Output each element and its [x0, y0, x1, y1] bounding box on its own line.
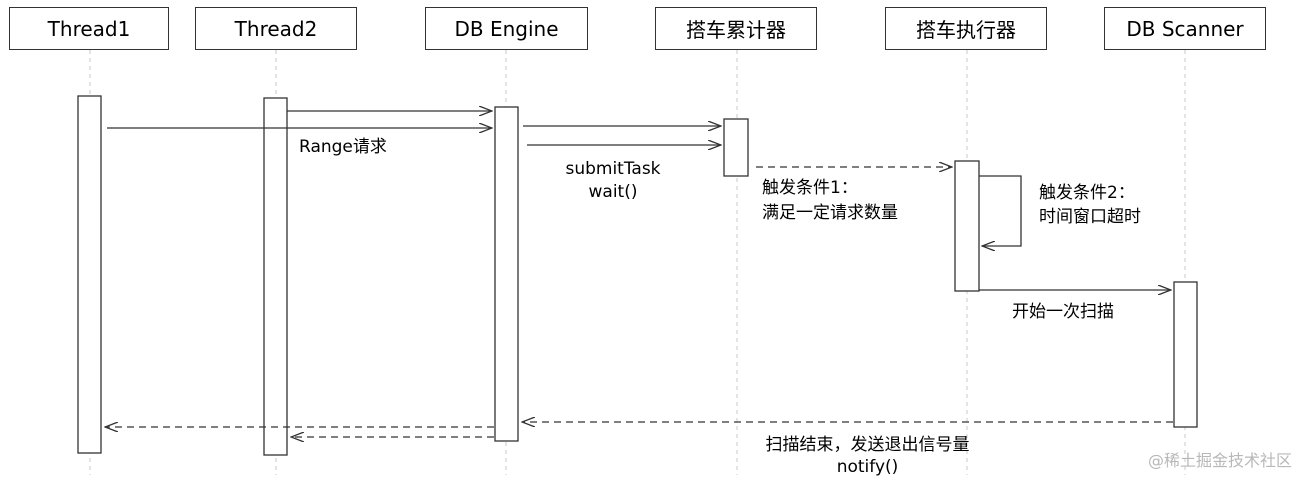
label-start-scan: 开始一次扫描	[1012, 302, 1114, 322]
participant-db-engine: DB Engine	[425, 7, 588, 50]
participant-executor: 搭车执行器	[885, 7, 1047, 50]
label-range-request: Range请求	[299, 137, 387, 157]
activation-db-engine	[494, 106, 519, 442]
label-submit-task: submitTask	[565, 159, 661, 179]
label-trigger2-line1: 触发条件2：	[1039, 183, 1135, 203]
activation-thread2	[263, 97, 288, 456]
activation-accumulator	[723, 118, 749, 177]
label-scan-end: 扫描结束，发送退出信号量	[765, 435, 970, 455]
activation-thread1	[77, 95, 102, 454]
label-trigger1-line1: 触发条件1：	[762, 178, 858, 198]
label-trigger2-line2: 时间窗口超时	[1039, 207, 1141, 227]
participant-db-scanner: DB Scanner	[1104, 7, 1266, 50]
label-wait: wait()	[588, 182, 638, 202]
participant-thread2: Thread2	[195, 7, 357, 50]
label-trigger1-line2: 满足一定请求数量	[762, 203, 898, 223]
participant-thread1: Thread1	[9, 7, 169, 50]
watermark: @稀土掘金技术社区	[1147, 451, 1292, 470]
activation-executor	[954, 160, 980, 292]
participant-accumulator: 搭车累计器	[655, 7, 817, 50]
msg-executor-self-loop	[979, 175, 1022, 246]
activation-db-scanner	[1173, 281, 1198, 428]
label-notify: notify()	[836, 457, 899, 477]
